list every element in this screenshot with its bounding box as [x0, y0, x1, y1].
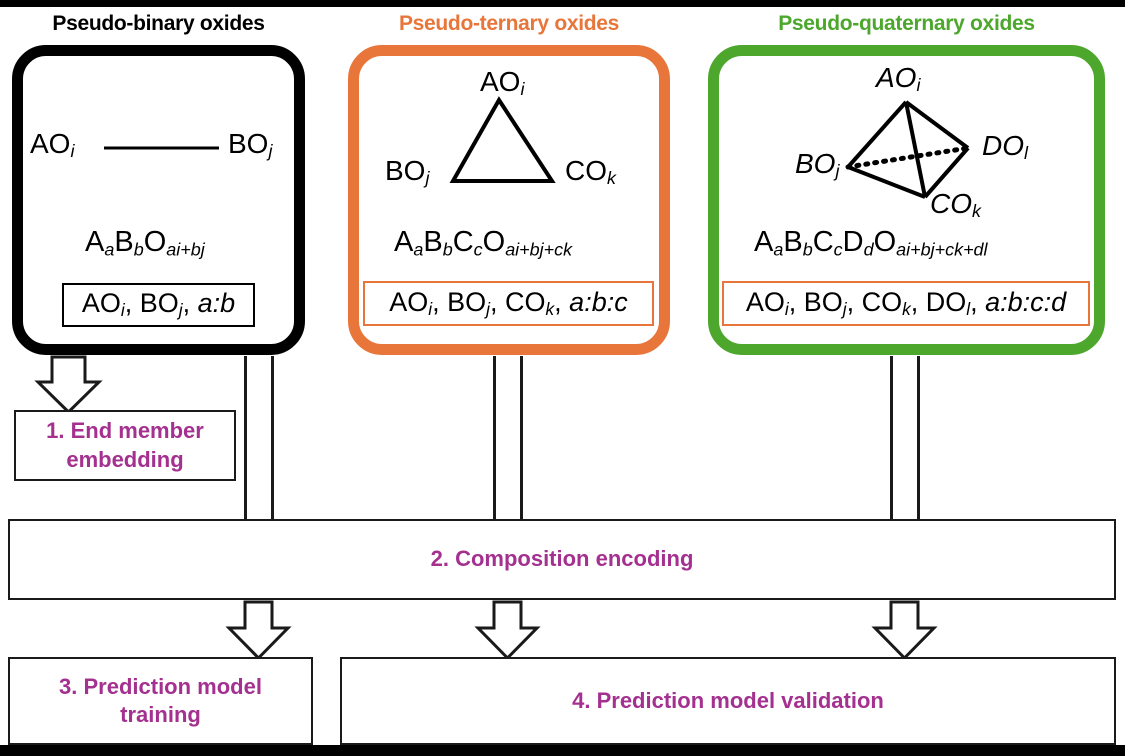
connector-ternary-left [493, 356, 496, 520]
connector-binary-right [271, 356, 274, 520]
panel-title-ternary: Pseudo-ternary oxides [398, 12, 620, 35]
block-arrow-step2-to-step3 [225, 600, 292, 661]
vertex-label-ternary-BOj: BOj [385, 155, 430, 188]
block-arrow-binary-to-step1 [34, 355, 103, 415]
step-box-3[interactable]: 3. Prediction model training [8, 657, 313, 745]
vertex-label-quaternary-COk: COk [930, 188, 981, 221]
connector-binary-left [244, 356, 247, 520]
descriptor-box-binary: AOi, BOj, a:b [62, 283, 255, 327]
formula-quaternary: AaBbCcDdOai+bj+ck+dl [754, 226, 988, 260]
formula-binary: AaBbOai+bj [85, 226, 205, 260]
descriptor-text-ternary: AOi, BOj, COk, a:b:c [389, 286, 628, 319]
block-arrow-step2-to-step4-right [871, 600, 938, 661]
step-label-2: 2. Composition encoding [430, 546, 694, 572]
descriptor-box-quaternary: AOi, BOj, COk, DOl, a:b:c:d [722, 281, 1090, 326]
descriptor-text-quaternary: AOi, BOj, COk, DOl, a:b:c:d [745, 286, 1067, 319]
step-label-1: 1. End member embedding [46, 418, 204, 472]
step-box-2[interactable]: 2. Composition encoding [8, 519, 1116, 600]
connector-quaternary-left [890, 356, 893, 520]
block-arrow-step2-to-step4-left [474, 600, 541, 661]
formula-ternary: AaBbCcOai+bj+ck [394, 226, 573, 260]
connector-ternary-right [520, 356, 523, 520]
vertex-label-binary-BOj: BOj [228, 128, 273, 161]
descriptor-text-binary: AOi, BOj, a:b [81, 288, 236, 321]
step-box-4[interactable]: 4. Prediction model validation [340, 657, 1116, 745]
step-label-3: 3. Prediction model training [59, 673, 262, 727]
step-label-4: 4. Prediction model validation [572, 687, 884, 713]
panel-title-quaternary: Pseudo-quaternary oxides [778, 12, 1035, 35]
vertex-label-ternary-COk: COk [565, 155, 616, 188]
vertex-label-quaternary-DOl: DOl [982, 130, 1028, 163]
top-border-band [0, 0, 1125, 7]
vertex-label-binary-AOi: AOi [30, 128, 75, 161]
vertex-label-quaternary-AOi: AOi [876, 62, 921, 95]
vertex-label-ternary-AOi: AOi [480, 66, 525, 99]
vertex-label-quaternary-BOj: BOj [795, 148, 840, 181]
panel-title-binary: Pseudo-binary oxides [52, 12, 265, 35]
descriptor-box-ternary: AOi, BOj, COk, a:b:c [363, 281, 654, 326]
connector-quaternary-right [917, 356, 920, 520]
step-box-1[interactable]: 1. End member embedding [14, 410, 236, 481]
bottom-border-band [0, 745, 1125, 756]
